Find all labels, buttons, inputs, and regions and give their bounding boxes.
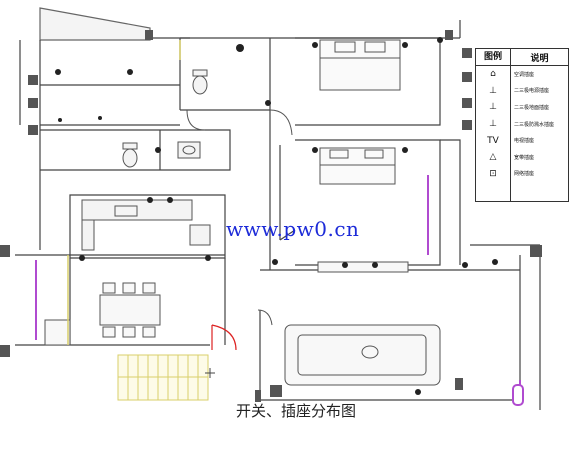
legend-symbol-icon: ⊥ [489,119,497,130]
yellow-lines [67,40,181,345]
balcony-walls [470,244,541,410]
legend-label: 二三极地面插座 [514,104,550,111]
legend-header: 图例 说明 [476,49,568,66]
legend-row: ⊥ 二三极地面插座 [476,99,568,116]
legend-symbol-icon: ⊡ [489,168,497,179]
legend-label: 空调插座 [514,71,535,78]
top-left-fixture [39,7,151,41]
legend-symbol-icon: ⊥ [489,85,497,96]
master-bedroom-walls [295,37,441,126]
legend-symbol-icon: △ [489,152,497,163]
kitchen-counter [81,199,211,251]
socket-symbols [55,37,498,395]
living-furniture [284,261,441,386]
legend-symbol-icon: ⌂ [490,69,496,80]
bottom-marks [205,368,215,378]
legend-symbol-icon: ⊥ [489,102,497,113]
legend-label: 二三极电源插座 [514,88,550,95]
legend-table: 图例 说明 ⌂ 空调插座 ⊥ 二三极电源插座 ⊥ 二三极地面插座 ⊥ 二三极防溅… [475,48,569,202]
door-swings [186,109,293,326]
legend-row: ⊥ 二三极防溅水插座 [476,116,568,133]
stairs [117,354,209,401]
legend-row: ⌂ 空调插座 [476,66,568,83]
right-corridor [440,139,461,265]
legend-row: ⊡ 网络插座 [476,166,568,183]
legend-label: 网络插座 [514,171,535,178]
balcony-switch [512,384,524,406]
watermark-text: www.pw0.cn [226,217,360,241]
middle-bathroom-walls [40,129,231,171]
legend-row: △ 宽带插座 [476,149,568,166]
dining-table [44,282,161,346]
legend-row: ⊥ 二三极电源插座 [476,83,568,100]
legend-symbol-icon: TV [487,135,499,146]
corridor-lines [279,145,296,241]
entry-door [211,324,237,351]
outer-wall-left [19,40,41,250]
legend-row: TV 电视插座 [476,132,568,149]
legend-label: 二三极防溅水插座 [514,121,555,128]
second-bed [319,147,396,185]
legend-label: 电视插座 [514,138,535,145]
left-partitions [40,84,180,126]
legend-header-symbol: 图例 [476,49,511,65]
legend-label: 宽带插座 [514,154,535,161]
legend-header-desc: 说明 [530,53,549,64]
master-bed [319,39,401,91]
bathroom-fixtures [122,69,208,168]
figure-caption: 开关、插座分布图 [236,402,357,420]
wall-blocks [0,30,542,402]
